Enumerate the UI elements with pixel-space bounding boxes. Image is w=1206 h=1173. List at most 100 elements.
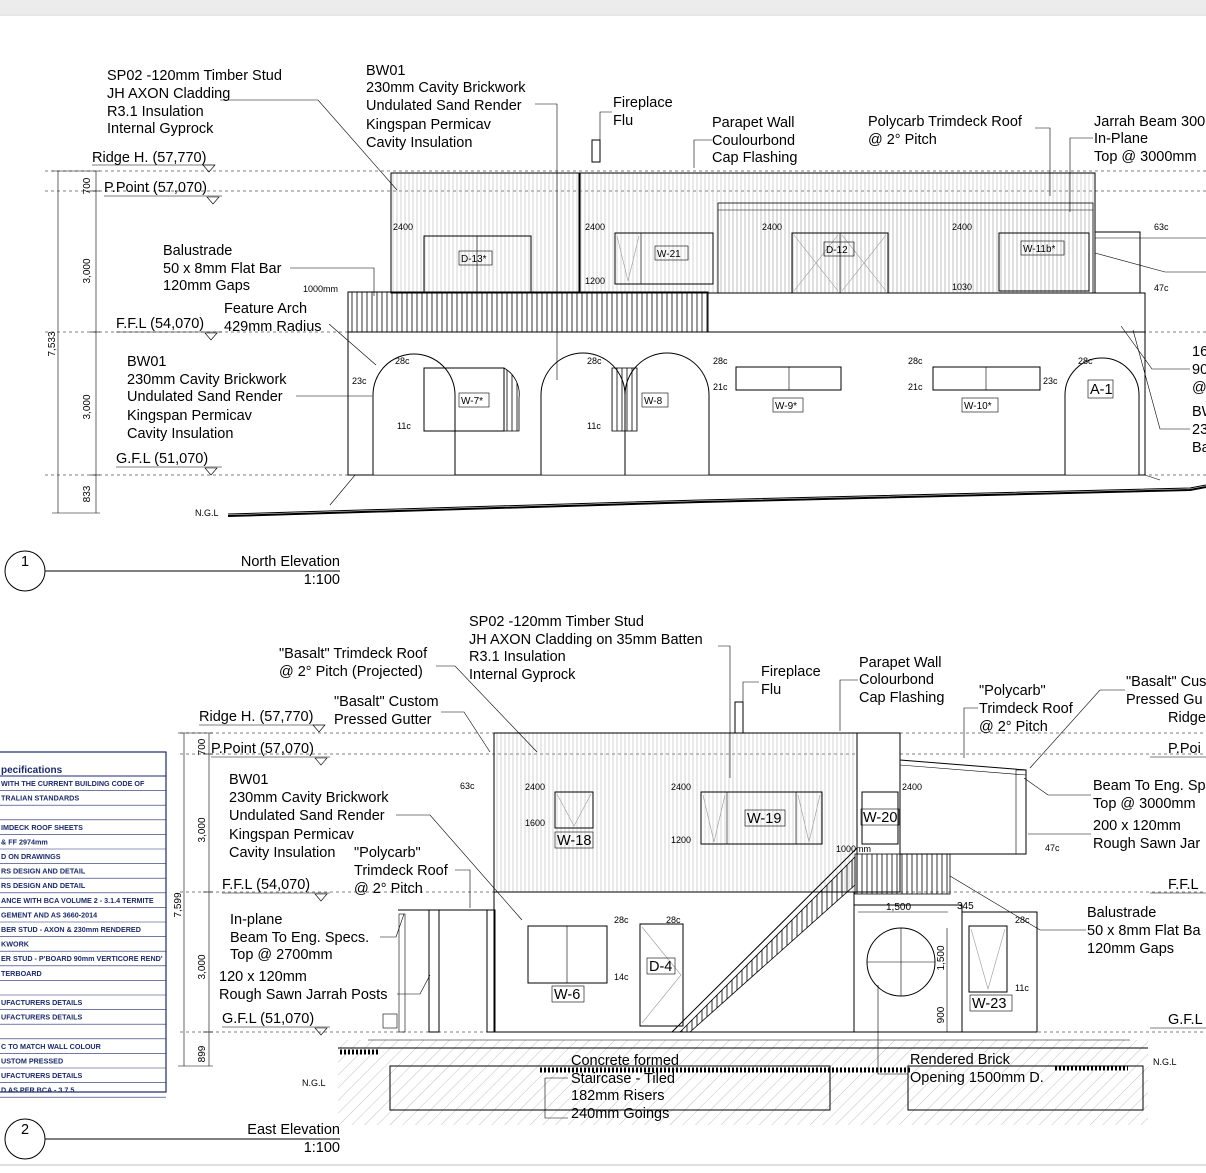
view-number: 2: [21, 1122, 29, 1138]
note-jarrah-posts: 120 x 120mm Rough Sawn Jarrah Posts: [219, 969, 431, 1003]
east-elevation-title: 2 East Elevation 1:100: [4, 1118, 340, 1160]
note-fireplace: Fireplace Flu: [742, 664, 821, 702]
note-line: Kingspan Permicav: [127, 408, 253, 424]
note-line: 429mm Radius: [224, 319, 322, 335]
note-bw01-low: BW01 230mm Cavity Brickwork Undulated Sa…: [127, 354, 372, 442]
note-line: Rendered Brick: [910, 1052, 1011, 1068]
note-parapet: Parapet Wall Coulourbond Cap Flashing: [693, 115, 797, 168]
landing-balustrade: [854, 853, 951, 895]
spec-row: RS DESIGN AND DETAIL: [1, 881, 86, 890]
east-ground: N.G.L: [302, 1039, 1148, 1125]
dim-28c: 28c: [587, 356, 602, 366]
spec-row: D ON DRAWINGS: [1, 852, 61, 861]
level-marker-ridge: Ridge H. (57,770): [92, 150, 216, 173]
note-line: Ridge: [1168, 710, 1206, 726]
spec-row: UFACTURERS DETAILS: [1, 1013, 83, 1022]
note-line: BW01: [229, 772, 269, 788]
door-d4-tag: D-4: [649, 959, 672, 975]
upper-height-dim: 3,000: [82, 258, 93, 283]
base-height-dim: 899: [197, 1045, 208, 1062]
dim-2400: 2400: [762, 222, 782, 232]
dim-63c: 63c: [460, 781, 475, 791]
ridge-level-label: Ridge H. (57,770): [199, 709, 313, 725]
note-line: BW01: [127, 354, 167, 370]
spec-row: KWORK: [1, 940, 30, 949]
note-line: Fireplace: [613, 95, 673, 111]
note-line: @ 2° Pitch: [354, 881, 423, 897]
note-line: @ 2° Pitch (Projected): [279, 664, 423, 680]
window-w20: [861, 791, 899, 845]
ppoint-level-label: P.Point (57,070): [211, 741, 314, 757]
note-jarrah-right: 200 x 120mm Rough Sawn Jar: [1028, 818, 1200, 852]
dim-2400: 2400: [902, 782, 922, 792]
arch-left: [372, 353, 456, 475]
upper-parapet-band: [707, 292, 1146, 333]
note-line: Kingspan Permicav: [229, 827, 355, 843]
window-w19: [700, 791, 823, 845]
view-number: 1: [21, 554, 29, 570]
window-w18-tag: W-18: [557, 833, 591, 849]
note-bw01-top: BW01 230mm Cavity Brickwork Undulated Sa…: [366, 63, 558, 380]
spec-row: GEMENT AND AS 3660-2014: [1, 910, 97, 919]
note-beam-right: Beam To Eng. Sp Top @ 3000mm: [1023, 777, 1206, 812]
note-line: "Basalt" Custom: [334, 694, 439, 710]
window-w21: [614, 232, 714, 285]
specifications-table: pecifications WITH THE CURRENT BUILDING …: [0, 751, 167, 1098]
dim-11c: 11c: [1015, 983, 1029, 993]
north-ground: N.G.L: [195, 474, 1206, 518]
note-balustrade: Balustrade 50 x 8mm Flat Ba 120mm Gaps: [949, 875, 1202, 957]
spec-row: UFACTURERS DETAILS: [1, 998, 83, 1007]
dim-28c: 28c: [614, 915, 629, 925]
total-height-dim: 7,533: [47, 331, 58, 356]
note-line: In-Plane: [1094, 131, 1148, 147]
note-line: R3.1 Insulation: [469, 649, 566, 665]
spec-row: UFACTURERS DETAILS: [1, 1071, 83, 1080]
window-w10: [932, 366, 1041, 391]
note-line: Balustrade: [163, 243, 232, 259]
dim-1500-height: 1,500: [936, 945, 947, 970]
note-line: Undulated Sand Render: [366, 98, 522, 114]
level-marker-ppoint: P.Point (57,070): [211, 741, 330, 766]
note-line: "Basalt" Trimdeck Roof: [279, 646, 428, 662]
level-markers-right: P.Poi F.F.L G.F.L N.G.L: [1150, 741, 1206, 1067]
note-line: Parapet Wall: [859, 655, 941, 671]
arch-right: [1064, 357, 1140, 475]
note-line: JH AXON Cladding: [107, 86, 230, 102]
north-elevation-title: 1 North Elevation 1:100: [4, 550, 340, 592]
ppoint-level-label: P.Point (57,070): [104, 180, 207, 196]
right-column: [1094, 231, 1141, 294]
fireplace-flue: [734, 701, 744, 734]
note-line: Staircase - Tiled: [571, 1071, 675, 1087]
spec-row: RS DESIGN AND DETAIL: [1, 867, 86, 876]
gfl-level-label: G.F.L (51,070): [116, 451, 208, 467]
ngl-label: N.G.L: [302, 1078, 326, 1088]
window-w23: [968, 925, 1008, 993]
note-line: Colourbond: [859, 672, 934, 688]
window-w21-tag: W-21: [657, 249, 681, 260]
window-w10-tag: W-10*: [964, 401, 992, 412]
dim-14c: 14c: [614, 972, 629, 982]
window-w6: [527, 925, 608, 984]
note-line: "Polycarb": [354, 845, 421, 861]
dim-345: 345: [957, 901, 974, 912]
note-line: Flu: [761, 682, 781, 698]
note-rendered-opening: Rendered Brick Opening 1500mm D.: [877, 985, 1044, 1086]
note-line: 50 x 8mm Flat Bar: [163, 261, 282, 277]
spec-row: WITH THE CURRENT BUILDING CODE OF: [1, 779, 145, 788]
east-elevation: Ridge H. (57,770) P.Point (57,070) F.F.L…: [4, 614, 1206, 1160]
note-line: Kingspan Permicav: [366, 117, 492, 133]
jarrah-post: [428, 909, 440, 1033]
window-w7-tag: W-7*: [461, 396, 483, 407]
dim-2400: 2400: [393, 222, 413, 232]
note-line: BW01: [366, 63, 406, 79]
note-line: 182mm Risers: [571, 1088, 664, 1104]
window-w11b-tag: W-11b*: [1023, 244, 1056, 255]
note-line: JH AXON Cladding on 35mm Batten: [469, 632, 703, 648]
window-w19-tag: W-19: [747, 811, 781, 827]
note-fireplace: Fireplace Flu: [599, 95, 673, 140]
note-line: Balustrade: [1087, 905, 1156, 921]
specifications-heading: pecifications: [1, 765, 63, 776]
note-line: "Basalt" Cus: [1126, 674, 1206, 690]
note-line: Ba: [1192, 440, 1206, 456]
dim-21c: 21c: [713, 382, 728, 392]
